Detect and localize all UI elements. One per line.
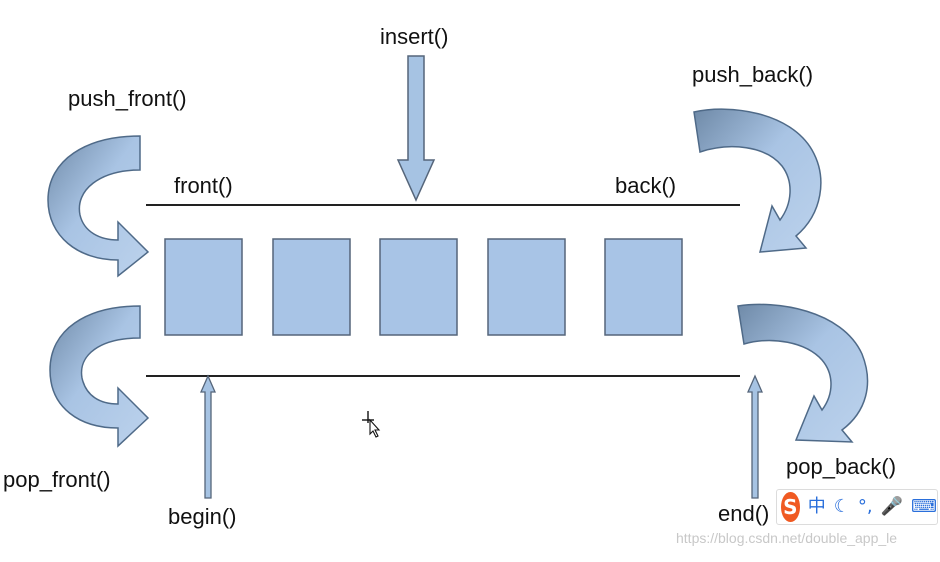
ime-toolbar[interactable]: S 中 ☾ °, 🎤 ⌨	[776, 489, 938, 525]
element-box	[379, 238, 458, 336]
push-front-label: push_front()	[68, 86, 187, 111]
push-back-arrow	[693, 108, 822, 253]
element-box	[272, 238, 351, 336]
front-label: front()	[174, 173, 233, 198]
element-box	[164, 238, 243, 336]
element-boxes	[164, 238, 683, 336]
keyboard-icon[interactable]: ⌨	[911, 496, 937, 517]
end-arrow	[747, 374, 763, 499]
chinese-mode-icon[interactable]: 中	[807, 496, 826, 517]
begin-arrow	[200, 374, 216, 499]
pop-front-label: pop_front()	[3, 467, 111, 492]
microphone-icon[interactable]: 🎤	[880, 496, 904, 517]
sogou-logo-icon[interactable]: S	[781, 492, 800, 522]
pop-front-arrow	[49, 305, 150, 448]
element-box	[487, 238, 566, 336]
push-back-label: push_back()	[692, 62, 814, 87]
moon-icon[interactable]: ☾	[833, 496, 850, 517]
insert-label: insert()	[380, 24, 449, 49]
pop-back-arrow	[737, 303, 869, 443]
begin-label: begin()	[168, 504, 237, 529]
back-label: back()	[615, 173, 677, 198]
move-cursor-icon	[362, 411, 381, 438]
pop-back-label: pop_back()	[786, 454, 897, 479]
watermark: https://blog.csdn.net/double_app_le	[676, 530, 898, 546]
punctuation-icon[interactable]: °,	[857, 496, 873, 517]
push-front-arrow	[47, 135, 150, 278]
element-box	[604, 238, 683, 336]
end-label: end()	[718, 501, 770, 526]
insert-arrow	[396, 55, 436, 202]
